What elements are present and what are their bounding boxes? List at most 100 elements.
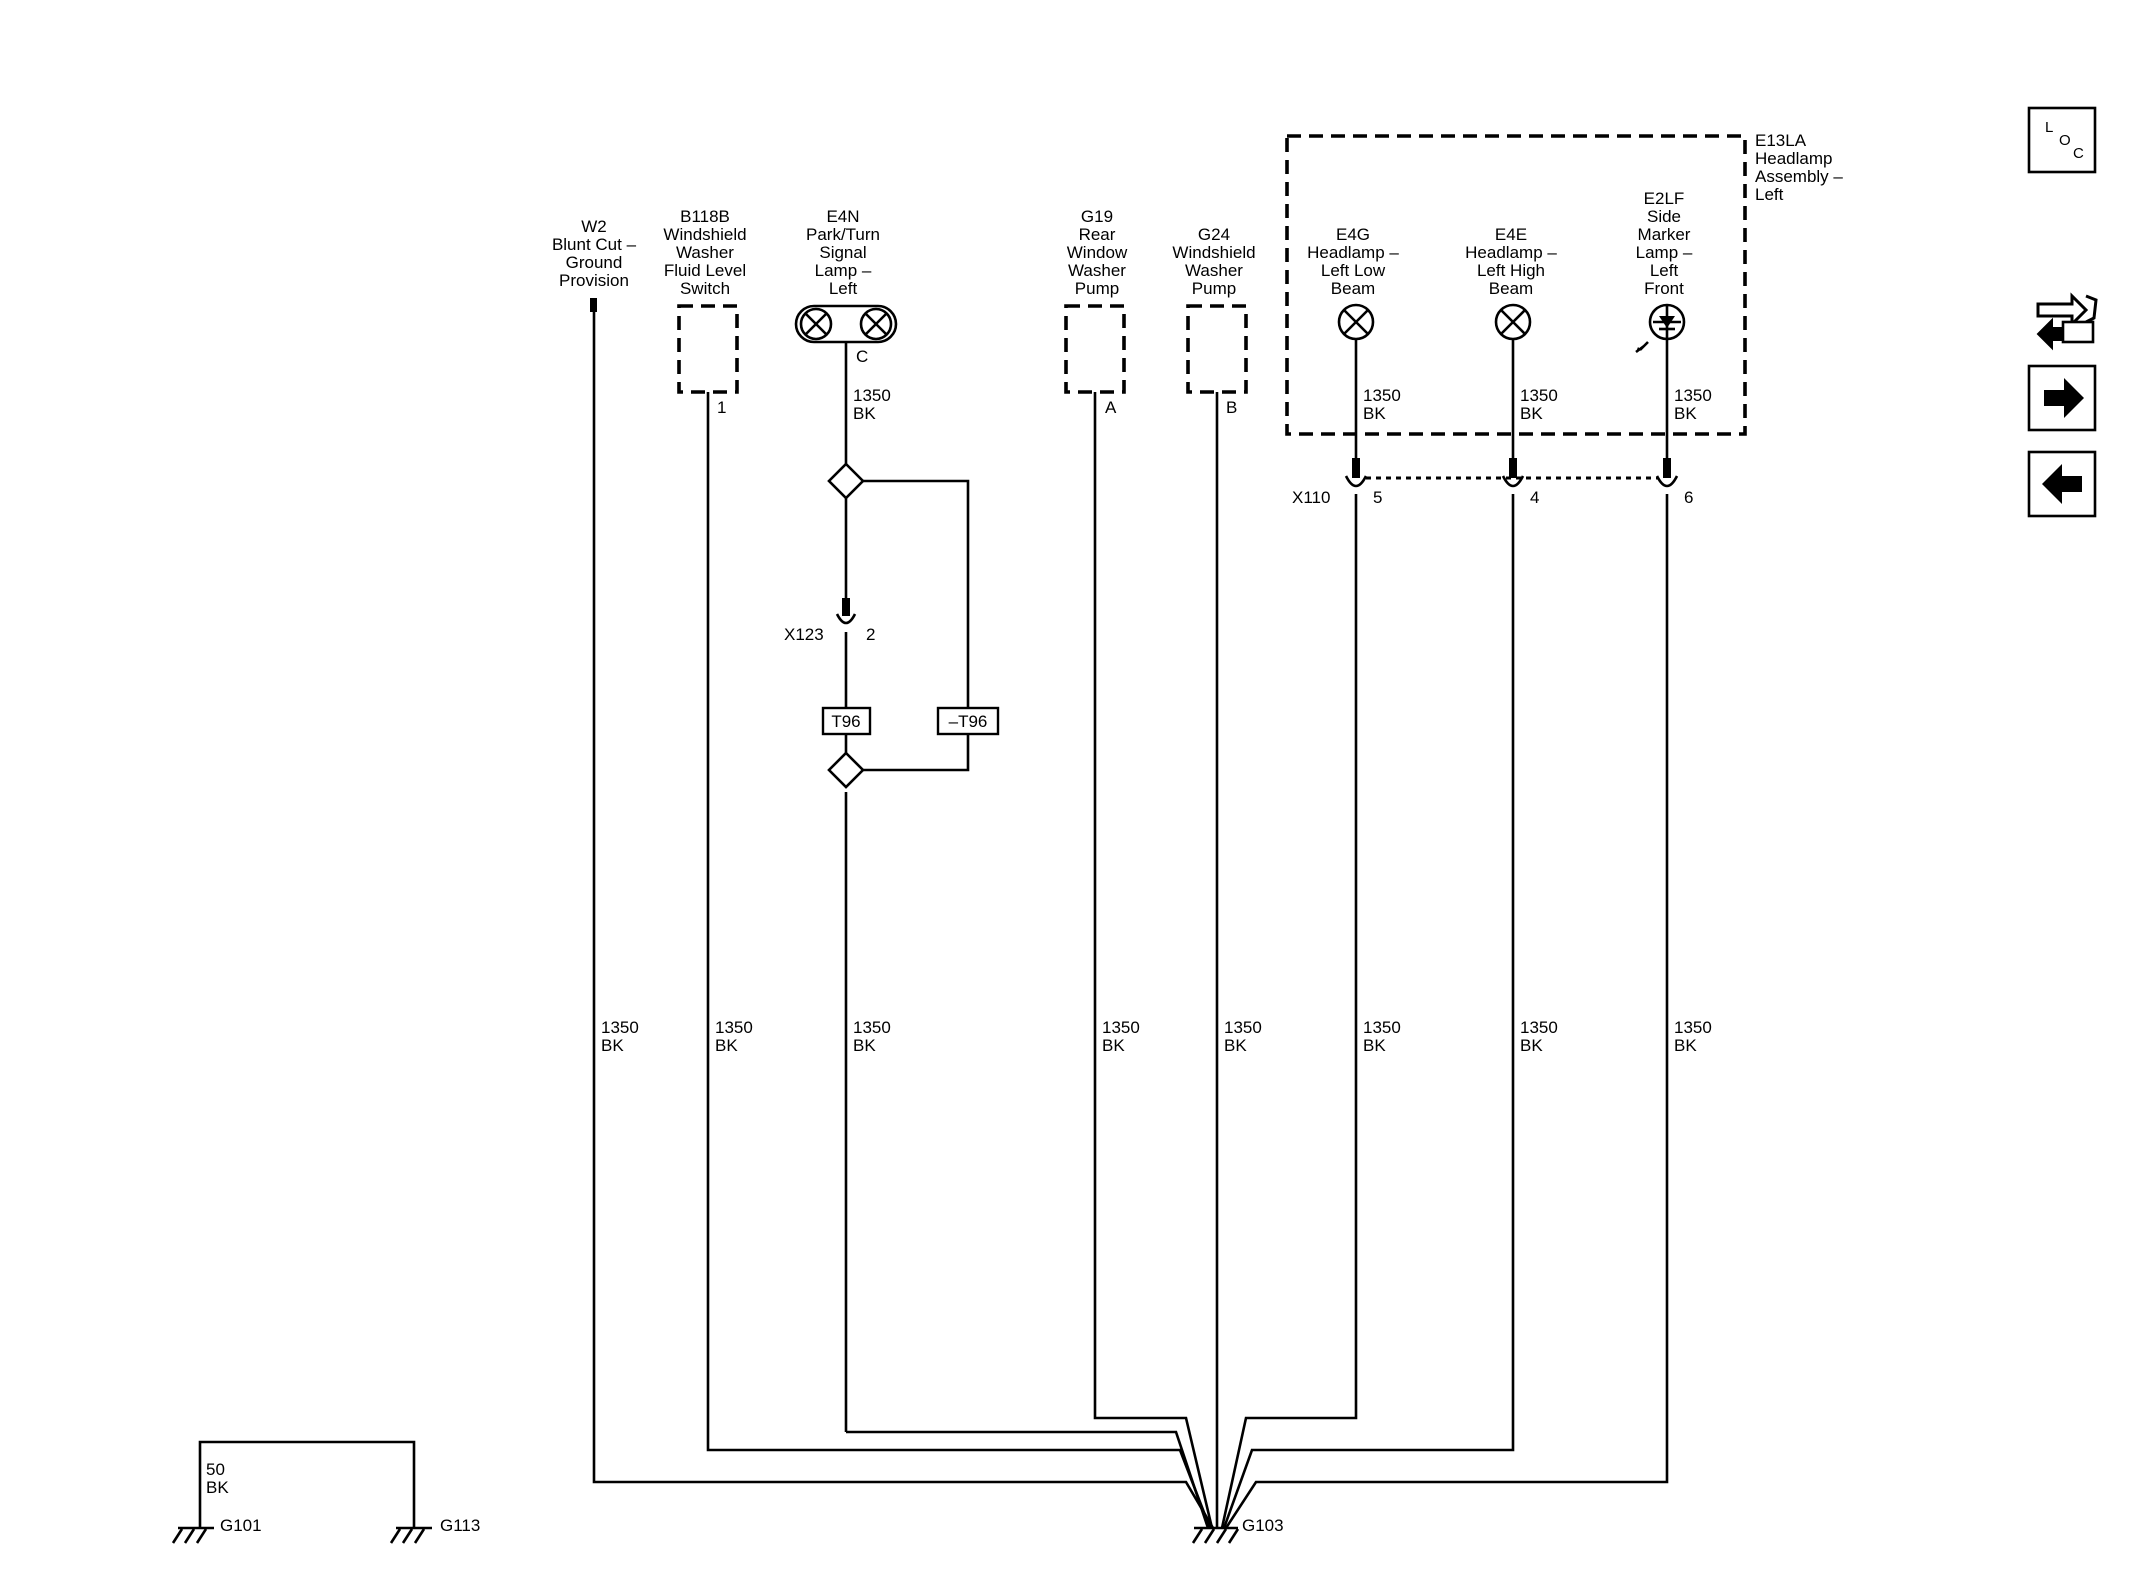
ground-g113-symbol bbox=[389, 1526, 432, 1544]
e4e-title-line: Left High bbox=[1477, 261, 1545, 280]
svg-text:BK: BK bbox=[853, 404, 876, 423]
previous-button[interactable] bbox=[2027, 450, 2097, 518]
svg-text:BK: BK bbox=[1224, 1036, 1247, 1055]
e4e-lamp-symbol bbox=[1494, 303, 1532, 341]
e13la-title: E13LA Headlamp Assembly – Left bbox=[1755, 131, 1843, 204]
wire-label: 1350 BK bbox=[1363, 386, 1401, 423]
b118b-title-line: Windshield bbox=[663, 225, 746, 244]
ground-g103-label: G103 bbox=[1242, 1516, 1284, 1535]
svg-text:1350: 1350 bbox=[601, 1018, 639, 1037]
e2lf-title-line: Marker bbox=[1638, 225, 1691, 244]
x123-label: X123 bbox=[784, 625, 824, 644]
ground-g103-symbol bbox=[1191, 1526, 1240, 1544]
svg-text:BK: BK bbox=[1674, 1036, 1697, 1055]
svg-text:BK: BK bbox=[853, 1036, 876, 1055]
ground-g101-label: G101 bbox=[220, 1516, 262, 1535]
e4n-title-line: Left bbox=[829, 279, 858, 298]
b118b-title: B118B Windshield Washer Fluid Level Swit… bbox=[663, 207, 746, 298]
x123-pin: 2 bbox=[866, 625, 875, 644]
e4e-title: E4E Headlamp – Left High Beam bbox=[1465, 225, 1557, 298]
e2lf-title-line: Lamp – bbox=[1636, 243, 1693, 262]
wire-label: 1350 BK bbox=[715, 1018, 753, 1055]
g19-title-line: Rear bbox=[1079, 225, 1116, 244]
e4e-title-line: E4E bbox=[1495, 225, 1527, 244]
b118b-title-line: Switch bbox=[680, 279, 730, 298]
g24-title-line: G24 bbox=[1198, 225, 1230, 244]
swap-connector-button[interactable] bbox=[2036, 292, 2098, 351]
e4e-title-line: Beam bbox=[1489, 279, 1533, 298]
svg-text:BK: BK bbox=[1520, 404, 1543, 423]
wire-label: 1350 BK bbox=[601, 1018, 639, 1055]
svg-text:1350: 1350 bbox=[853, 1018, 891, 1037]
g19-title: G19 Rear Window Washer Pump bbox=[1067, 207, 1128, 298]
e4n-title-line: Signal bbox=[819, 243, 866, 262]
e4n-lamp-symbol bbox=[794, 304, 898, 344]
splice-diamond bbox=[827, 462, 865, 500]
e4g-title-line: Left Low bbox=[1321, 261, 1386, 280]
g24-pump-box bbox=[1186, 304, 1248, 394]
t96-label: T96 bbox=[831, 712, 860, 731]
x110-connector bbox=[1344, 458, 1679, 488]
svg-text:BK: BK bbox=[1363, 1036, 1386, 1055]
w2-title-line: Provision bbox=[559, 271, 629, 290]
g19-title-line: Washer bbox=[1068, 261, 1126, 280]
splice-diamond bbox=[827, 751, 865, 789]
e4n-title-line: Park/Turn bbox=[806, 225, 880, 244]
g19-pin: A bbox=[1105, 398, 1117, 417]
wire-label: 50 BK bbox=[206, 1460, 229, 1497]
e4g-title: E4G Headlamp – Left Low Beam bbox=[1307, 225, 1399, 298]
b118b-title-line: Fluid Level bbox=[664, 261, 746, 280]
b118b-title-line: B118B bbox=[680, 207, 730, 226]
e2lf-title: E2LF Side Marker Lamp – Left Front bbox=[1636, 189, 1693, 298]
svg-text:BK: BK bbox=[715, 1036, 738, 1055]
x110-pin: 5 bbox=[1373, 488, 1382, 507]
e2lf-title-line: Front bbox=[1644, 279, 1684, 298]
e4g-title-line: Beam bbox=[1331, 279, 1375, 298]
g24-pin: B bbox=[1226, 398, 1237, 417]
wire-label: 1350 BK bbox=[1224, 1018, 1262, 1055]
e4g-title-line: Headlamp – bbox=[1307, 243, 1399, 262]
svg-text:1350: 1350 bbox=[1363, 386, 1401, 405]
svg-text:1350: 1350 bbox=[853, 386, 891, 405]
next-button[interactable] bbox=[2027, 364, 2097, 432]
g24-title-line: Pump bbox=[1192, 279, 1236, 298]
g24-title: G24 Windshield Washer Pump bbox=[1172, 225, 1255, 298]
ground-g113-label: G113 bbox=[440, 1516, 480, 1535]
ground-g101-symbol bbox=[171, 1526, 214, 1544]
svg-text:BK: BK bbox=[1102, 1036, 1125, 1055]
svg-text:BK: BK bbox=[1520, 1036, 1543, 1055]
wire-label: 1350 BK bbox=[1674, 1018, 1712, 1055]
svg-text:C: C bbox=[2073, 145, 2084, 162]
svg-text:1350: 1350 bbox=[1520, 386, 1558, 405]
wire-label: 1350 BK bbox=[1102, 1018, 1140, 1055]
b118b-pin: 1 bbox=[717, 398, 726, 417]
svg-text:O: O bbox=[2059, 132, 2071, 149]
svg-text:1350: 1350 bbox=[1674, 1018, 1712, 1037]
e4e-title-line: Headlamp – bbox=[1465, 243, 1557, 262]
svg-text:1350: 1350 bbox=[1102, 1018, 1140, 1037]
e4n-title-line: E4N bbox=[826, 207, 859, 226]
x110-label: X110 bbox=[1292, 488, 1330, 507]
g24-title-line: Windshield bbox=[1172, 243, 1255, 262]
w2-terminal bbox=[590, 298, 597, 312]
wire-label: 1350 BK bbox=[1520, 386, 1558, 423]
e4g-title-line: E4G bbox=[1336, 225, 1370, 244]
svg-text:BK: BK bbox=[601, 1036, 624, 1055]
headlamp-assembly-box bbox=[1285, 134, 1747, 436]
wire-label: 1350 BK bbox=[853, 1018, 891, 1055]
wire-label: 1350 BK bbox=[1363, 1018, 1401, 1055]
e2lf-title-line: Side bbox=[1647, 207, 1681, 226]
e2lf-led-symbol bbox=[1635, 303, 1686, 354]
connector-swap-icon bbox=[2036, 292, 2098, 351]
t96-alt-label: –T96 bbox=[949, 712, 988, 731]
arrow-right-icon bbox=[2044, 378, 2084, 418]
loc-button[interactable]: L O C bbox=[2027, 106, 2097, 174]
svg-text:1350: 1350 bbox=[1224, 1018, 1262, 1037]
g24-title-line: Washer bbox=[1185, 261, 1243, 280]
t96-tag: T96 bbox=[821, 706, 872, 736]
x110-pin: 4 bbox=[1530, 488, 1539, 507]
e2lf-title-line: E2LF bbox=[1644, 189, 1685, 208]
svg-text:1350: 1350 bbox=[715, 1018, 753, 1037]
w2-title: W2 Blunt Cut – Ground Provision bbox=[552, 217, 637, 290]
